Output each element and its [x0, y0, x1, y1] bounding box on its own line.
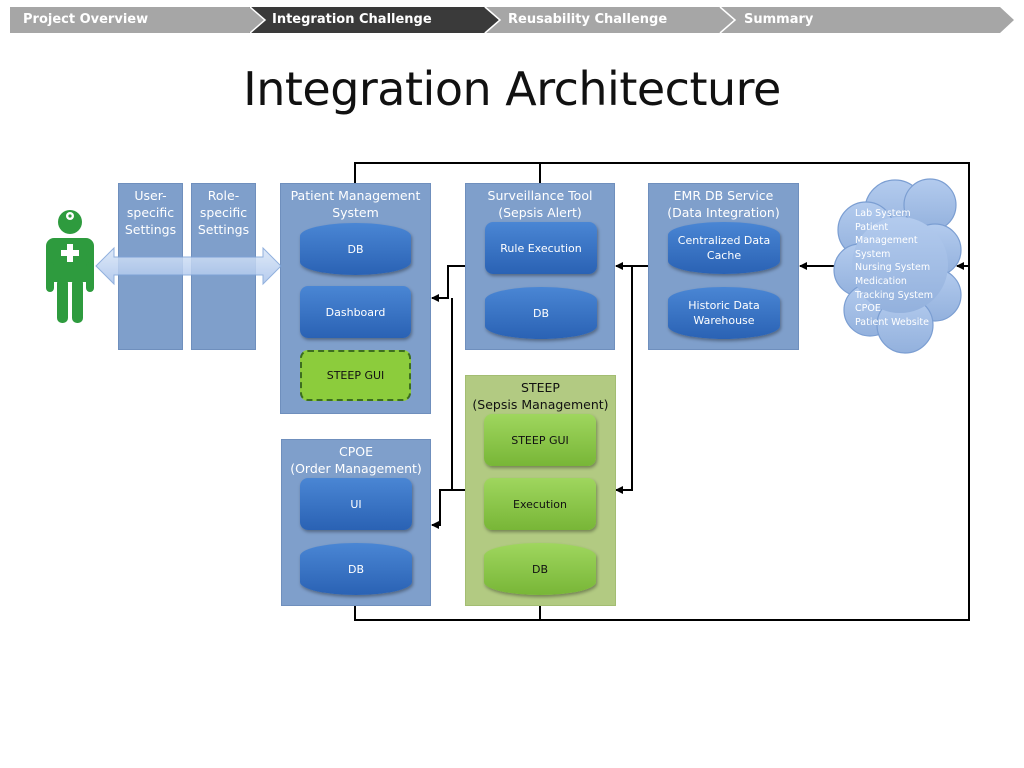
- source-item: Management: [855, 235, 918, 247]
- emr-warehouse-label-1: Historic Data: [688, 299, 760, 312]
- source-systems-list: Lab System Patient Management System Nur…: [855, 207, 955, 329]
- pms-title-1: Patient Management: [290, 188, 421, 203]
- breadcrumb-step-2-shape[interactable]: [249, 7, 500, 33]
- user-settings-label-2: specific: [126, 205, 175, 220]
- role-settings-label-1: Role-: [207, 188, 240, 203]
- source-item: System: [855, 248, 891, 260]
- breadcrumb-step-4-shape[interactable]: [719, 7, 1014, 33]
- steep-title-2: (Sepsis Management): [472, 397, 609, 412]
- source-item: Lab System: [855, 208, 911, 219]
- steep-db: DB: [484, 543, 596, 595]
- cloud-icon: [833, 178, 962, 354]
- pms-dashboard: Dashboard: [300, 286, 411, 338]
- arrow-emr-to-steep: [615, 266, 633, 494]
- source-item: Medication: [855, 275, 907, 287]
- surveillance-tool-box: Surveillance Tool (Sepsis Alert): [465, 183, 615, 350]
- doctor-figure-icon: [46, 210, 94, 323]
- steep-execution: Execution: [484, 478, 596, 530]
- emr-cache-label-1: Centralized Data: [677, 234, 771, 247]
- breadcrumb-summary[interactable]: Summary: [744, 12, 814, 27]
- breadcrumb-step-1-shape[interactable]: [10, 7, 265, 33]
- breadcrumb-integration-challenge[interactable]: Integration Challenge: [272, 12, 432, 27]
- surveillance-title-1: Surveillance Tool: [487, 188, 593, 203]
- source-item: CPOE: [855, 303, 881, 315]
- emr-db-service-box: EMR DB Service (Data Integration): [648, 183, 799, 350]
- source-item: Nursing System: [855, 262, 931, 274]
- cpoe-title-2: (Order Management): [290, 461, 422, 476]
- pms-db: DB: [300, 223, 411, 275]
- steep-title-1: STEEP: [521, 380, 560, 395]
- user-settings-label-3: Settings: [124, 222, 177, 237]
- surveillance-rule-execution: Rule Execution: [485, 222, 597, 274]
- top-feedback-line: [354, 162, 970, 621]
- page-title: Integration Architecture: [243, 62, 781, 116]
- emr-warehouse-label-2: Warehouse: [693, 314, 755, 327]
- arrow-surveillance-to-pms: [431, 265, 465, 302]
- pms-steep-gui: STEEP GUI: [300, 350, 411, 401]
- emr-title-1: EMR DB Service: [673, 188, 774, 203]
- breadcrumb-step-3-shape[interactable]: [484, 7, 735, 33]
- source-item: Patient: [855, 221, 889, 233]
- arrow-steep-to-cpoe: [431, 489, 452, 529]
- emr-title-2: (Data Integration): [667, 205, 780, 220]
- role-settings-label-3: Settings: [197, 222, 250, 237]
- breadcrumb: Project Overview Integration Challenge R…: [0, 0, 1024, 40]
- surveillance-title-2: (Sepsis Alert): [498, 205, 582, 220]
- source-item: Patient Website: [855, 316, 929, 328]
- arrow-steep-to-pms: [451, 298, 465, 491]
- steep-box: STEEP (Sepsis Management): [465, 375, 616, 606]
- steep-gui: STEEP GUI: [484, 414, 596, 466]
- cpoe-db: DB: [300, 543, 412, 595]
- cpoe-title-1: CPOE: [338, 444, 373, 459]
- cpoe-box: CPOE (Order Management): [281, 439, 431, 606]
- emr-cache-label-2: Cache: [706, 249, 742, 262]
- breadcrumb-shapes: [10, 6, 1014, 34]
- role-settings-label-2: specific: [199, 205, 248, 220]
- pms-title-2: System: [332, 205, 379, 220]
- surveillance-db: DB: [485, 287, 597, 339]
- user-settings-label-1: User-: [134, 188, 167, 203]
- cpoe-ui: UI: [300, 478, 412, 530]
- breadcrumb-project-overview[interactable]: Project Overview: [23, 12, 149, 27]
- double-arrow-icon: [95, 246, 282, 286]
- source-item: Tracking System: [855, 289, 933, 301]
- breadcrumb-reusability-challenge[interactable]: Reusability Challenge: [508, 12, 668, 27]
